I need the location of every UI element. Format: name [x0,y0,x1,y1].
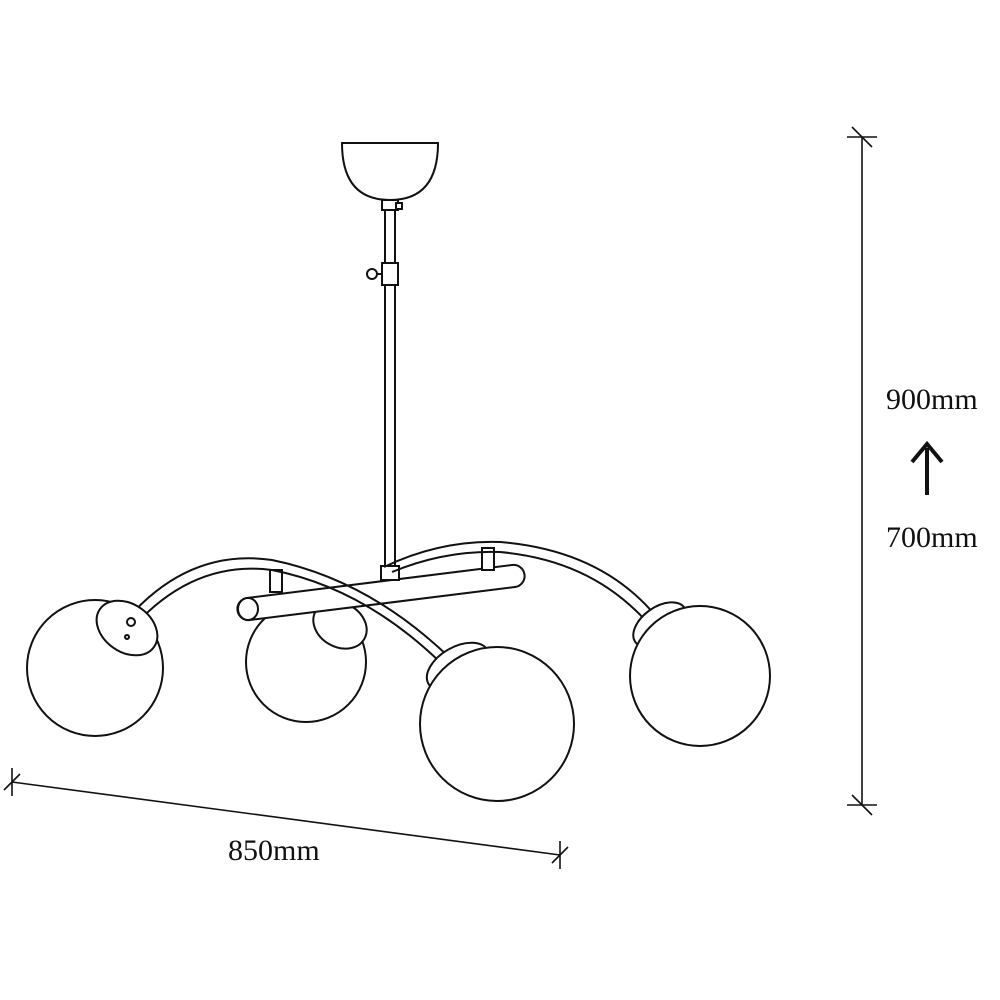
width-label: 850mm [228,834,320,867]
arm-left [127,557,453,665]
height-max-label: 900mm [886,383,978,416]
globe-right [629,601,771,747]
width-dimension-line [3,768,569,869]
suspension-rod [366,199,403,573]
cross-bar [236,547,526,622]
up-arrow-icon [910,440,944,495]
globe-left [26,599,164,737]
ceiling-canopy [340,142,440,202]
height-dimension-line [847,126,877,816]
height-min-label: 700mm [886,521,978,554]
globe-front [419,641,575,802]
arm-right [383,540,656,621]
